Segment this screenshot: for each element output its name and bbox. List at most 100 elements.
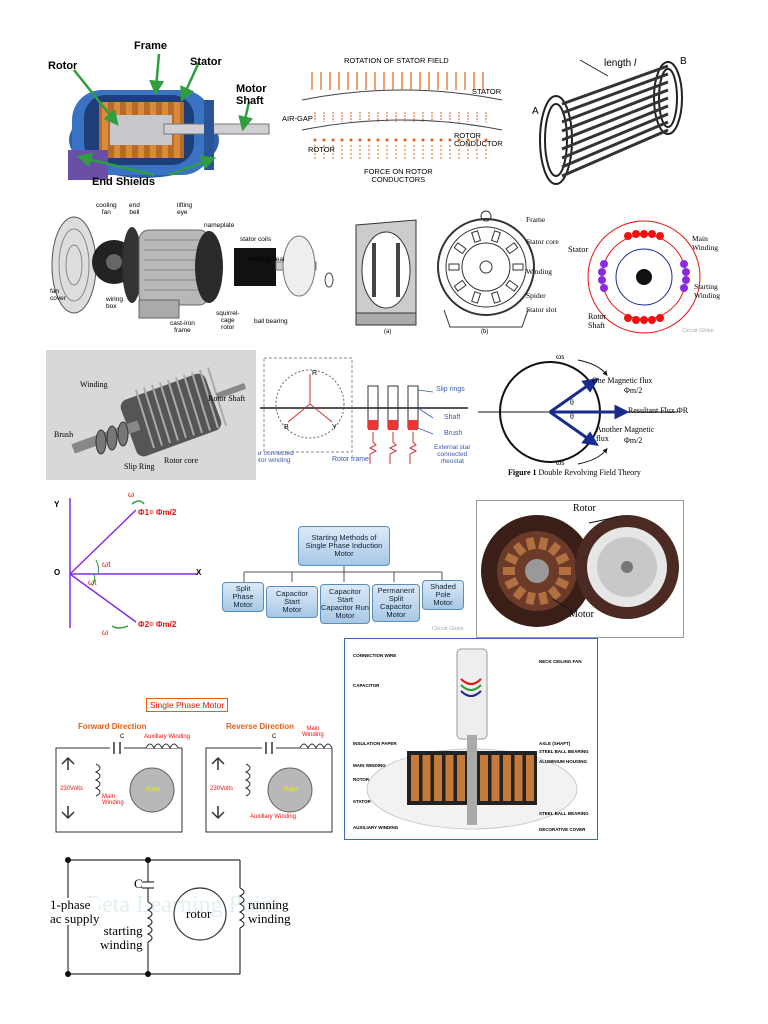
squirrel-cage-panel: length l B A — [528, 48, 708, 193]
end-shields-label: End Shields — [92, 176, 155, 188]
length-text: length — [604, 58, 632, 69]
ceiling-fan-left-label: CAPACITOR — [353, 683, 380, 688]
watermark: Beta Learning Point — [86, 892, 280, 918]
forward-label: Forward Direction — [78, 722, 147, 731]
shaded-pole-box: Shaded Pole Motor — [422, 580, 464, 610]
spider-label: Spider — [526, 291, 546, 300]
rotor-core-label: Rotor core — [164, 456, 198, 465]
slip-ring-label: Slip Ring — [124, 462, 155, 471]
motor-cutaway-panel: Frame Rotor Stator Motor Shaft End Shiel… — [44, 40, 279, 190]
end-bell-label: end bell — [129, 202, 140, 216]
ceiling-fan-left-label: STATOR — [353, 799, 371, 804]
windings-diagram — [587, 220, 701, 334]
stator-core-drawing — [355, 210, 535, 328]
double-field-diagram — [478, 359, 678, 465]
capacitor-circuit-diagram — [65, 857, 245, 977]
ceiling-fan-right-label: AXLE (SHAFT) — [539, 741, 571, 746]
phasor-panel: Y X O ω ω Φ1= Φm/2 Φ2= Φm/2 ωt ωt — [48, 488, 218, 638]
volts-rev-label: 230Volts — [210, 786, 234, 792]
ceiling-fan-left-label: AUXILIARY WINDING — [353, 825, 399, 830]
ceiling-fan-left-label: INSULATION PAPER — [353, 741, 397, 746]
exploded-motor-drawing — [51, 216, 334, 319]
capacitor-start-run-box: Capacitor Start Capacitor Run Motor — [320, 584, 370, 624]
omega-top-label: ωs — [556, 352, 565, 361]
fan-motor-photo — [481, 515, 679, 627]
rotor-fwd-label: Rotor — [146, 787, 161, 793]
starting-methods-panel: Starting Methods of Single Phase Inducti… — [220, 520, 470, 638]
double-field-panel: ωs ωs One Magnetic flux Φm/2 Resultant F… — [478, 350, 718, 480]
capacitor-start-box: Capacitor Start Motor — [266, 586, 318, 618]
cast-iron-frame-label: cast-iron frame — [170, 320, 195, 334]
ball-bearing-label: ball bearing — [254, 318, 288, 325]
resultant-label: Resultant Flux ΦR — [628, 406, 688, 415]
rotor-shaft-label: Rotor Shaft — [208, 394, 246, 403]
frame-label: Frame — [134, 40, 168, 52]
main-rev-label: Main Winding — [302, 726, 324, 738]
air-gap-label: AIR-GAP — [282, 114, 313, 123]
stator-field-diagram — [301, 72, 503, 160]
starting-winding-label: starting winding — [100, 923, 143, 952]
y-axis-label: Y — [54, 500, 60, 509]
ceiling-fan-right-label: STEEL BALL BEARING — [539, 811, 589, 816]
slip-ring-rotor-panel: Winding Rotor Shaft Brush Slip Ring Roto… — [46, 350, 256, 480]
star-rotor-label: Star connected rotor winding — [258, 450, 294, 464]
omega-bottom-label: ω — [102, 628, 109, 637]
ceiling-fan-left-label: CONNECTION WIRE — [353, 653, 397, 658]
running-winding-label: running winding — [248, 897, 291, 926]
ceiling-fan-right-label: ALUMINIUM HOUSING — [539, 759, 587, 764]
motor-shaft-label: Motor Shaft — [236, 83, 267, 107]
phi-half-bottom-label: Φm/2 — [624, 436, 643, 445]
another-flux-label: Another Magnetic flux — [596, 425, 655, 443]
single-phase-title: Single Phase Motor — [146, 698, 229, 712]
stator-label: Stator — [190, 56, 222, 68]
bearing-seal-label: bearing seal — [249, 256, 285, 263]
ceiling-fan-left-label: ROTOR — [353, 777, 370, 782]
fig-a-label: (a) — [384, 329, 392, 335]
r-label: R — [312, 370, 318, 377]
motor-label: Motor — [569, 609, 594, 620]
stator-core-panel: Frame Stator core Winding Spider Stator … — [346, 205, 564, 340]
rotor-rev-label: Rotor — [284, 787, 299, 793]
fig-b-label: (b) — [481, 329, 489, 335]
single-phase-panel: Single Phase Motor Forward Direction Rev… — [50, 694, 344, 844]
capacitor-circuit-panel: Beta Learning Point C 1-phase ac supply … — [50, 852, 296, 980]
stator-core-label: Stator core — [526, 237, 559, 246]
rotor-shaft-label: Rotor Shaft — [588, 312, 607, 330]
brush-label: Brush — [54, 430, 74, 439]
credit-label: Circuit Globe — [432, 626, 464, 632]
phasor-diagram — [69, 498, 198, 629]
single-phase-circuits — [55, 742, 333, 833]
slip-ring-rotor-drawing — [71, 367, 247, 457]
length-label: length l — [604, 58, 636, 69]
rotor-label: Rotor — [48, 60, 78, 72]
slip-ring-circuit-panel: R B Y Slip rings Shaft Brush Star connec… — [258, 352, 476, 480]
aux-rev-label: Auxillary Winding — [250, 814, 297, 820]
origin-label: O — [54, 568, 61, 577]
ceiling-fan-panel: CONNECTION WIRE CAPACITOR INSULATION PAPER… — [344, 638, 598, 840]
rotor-frame-label: Rotor frame — [332, 456, 369, 463]
split-phase-box: Split Phase Motor — [222, 582, 264, 612]
winding-label: Winding — [80, 380, 108, 389]
wt-bottom-label: ωt — [88, 578, 97, 587]
caption-bold: Figure 1 — [508, 468, 537, 477]
capacitor-label: C — [134, 876, 143, 891]
capacitor-rev-label: C — [272, 734, 277, 740]
stator-slot-label: Stator slot — [526, 305, 557, 314]
wt-top-label: ωt — [102, 560, 111, 569]
figure-caption: Figure 1 Double Revolving Field Theory — [508, 468, 641, 477]
phi-r-text: ΦR — [676, 406, 689, 415]
caption-text: Double Revolving Field Theory — [538, 468, 641, 477]
squirrel-cage-rotor-label: squirrel- cage rotor — [216, 310, 240, 331]
length-symbol: l — [634, 58, 637, 69]
stator-coils-label: stator coils — [240, 236, 272, 243]
rotor-conductor-label: ROTOR CONDUCTOR — [454, 131, 503, 149]
b-label: B — [284, 424, 289, 431]
fan-photo-panel: Rotor Motor — [476, 500, 684, 638]
windings-panel: Stator Main Winding Starting Winding Rot… — [566, 212, 724, 340]
ceiling-fan-left-label: MAIN WINDING — [353, 763, 386, 768]
ceiling-fan-right-label: DECORATIVE COVER — [539, 827, 586, 832]
one-flux-label: One Magnetic flux — [592, 376, 653, 385]
frame-label: Frame — [526, 215, 546, 224]
supply-label: 1-phase ac supply — [50, 897, 100, 926]
a-label: A — [532, 106, 539, 117]
